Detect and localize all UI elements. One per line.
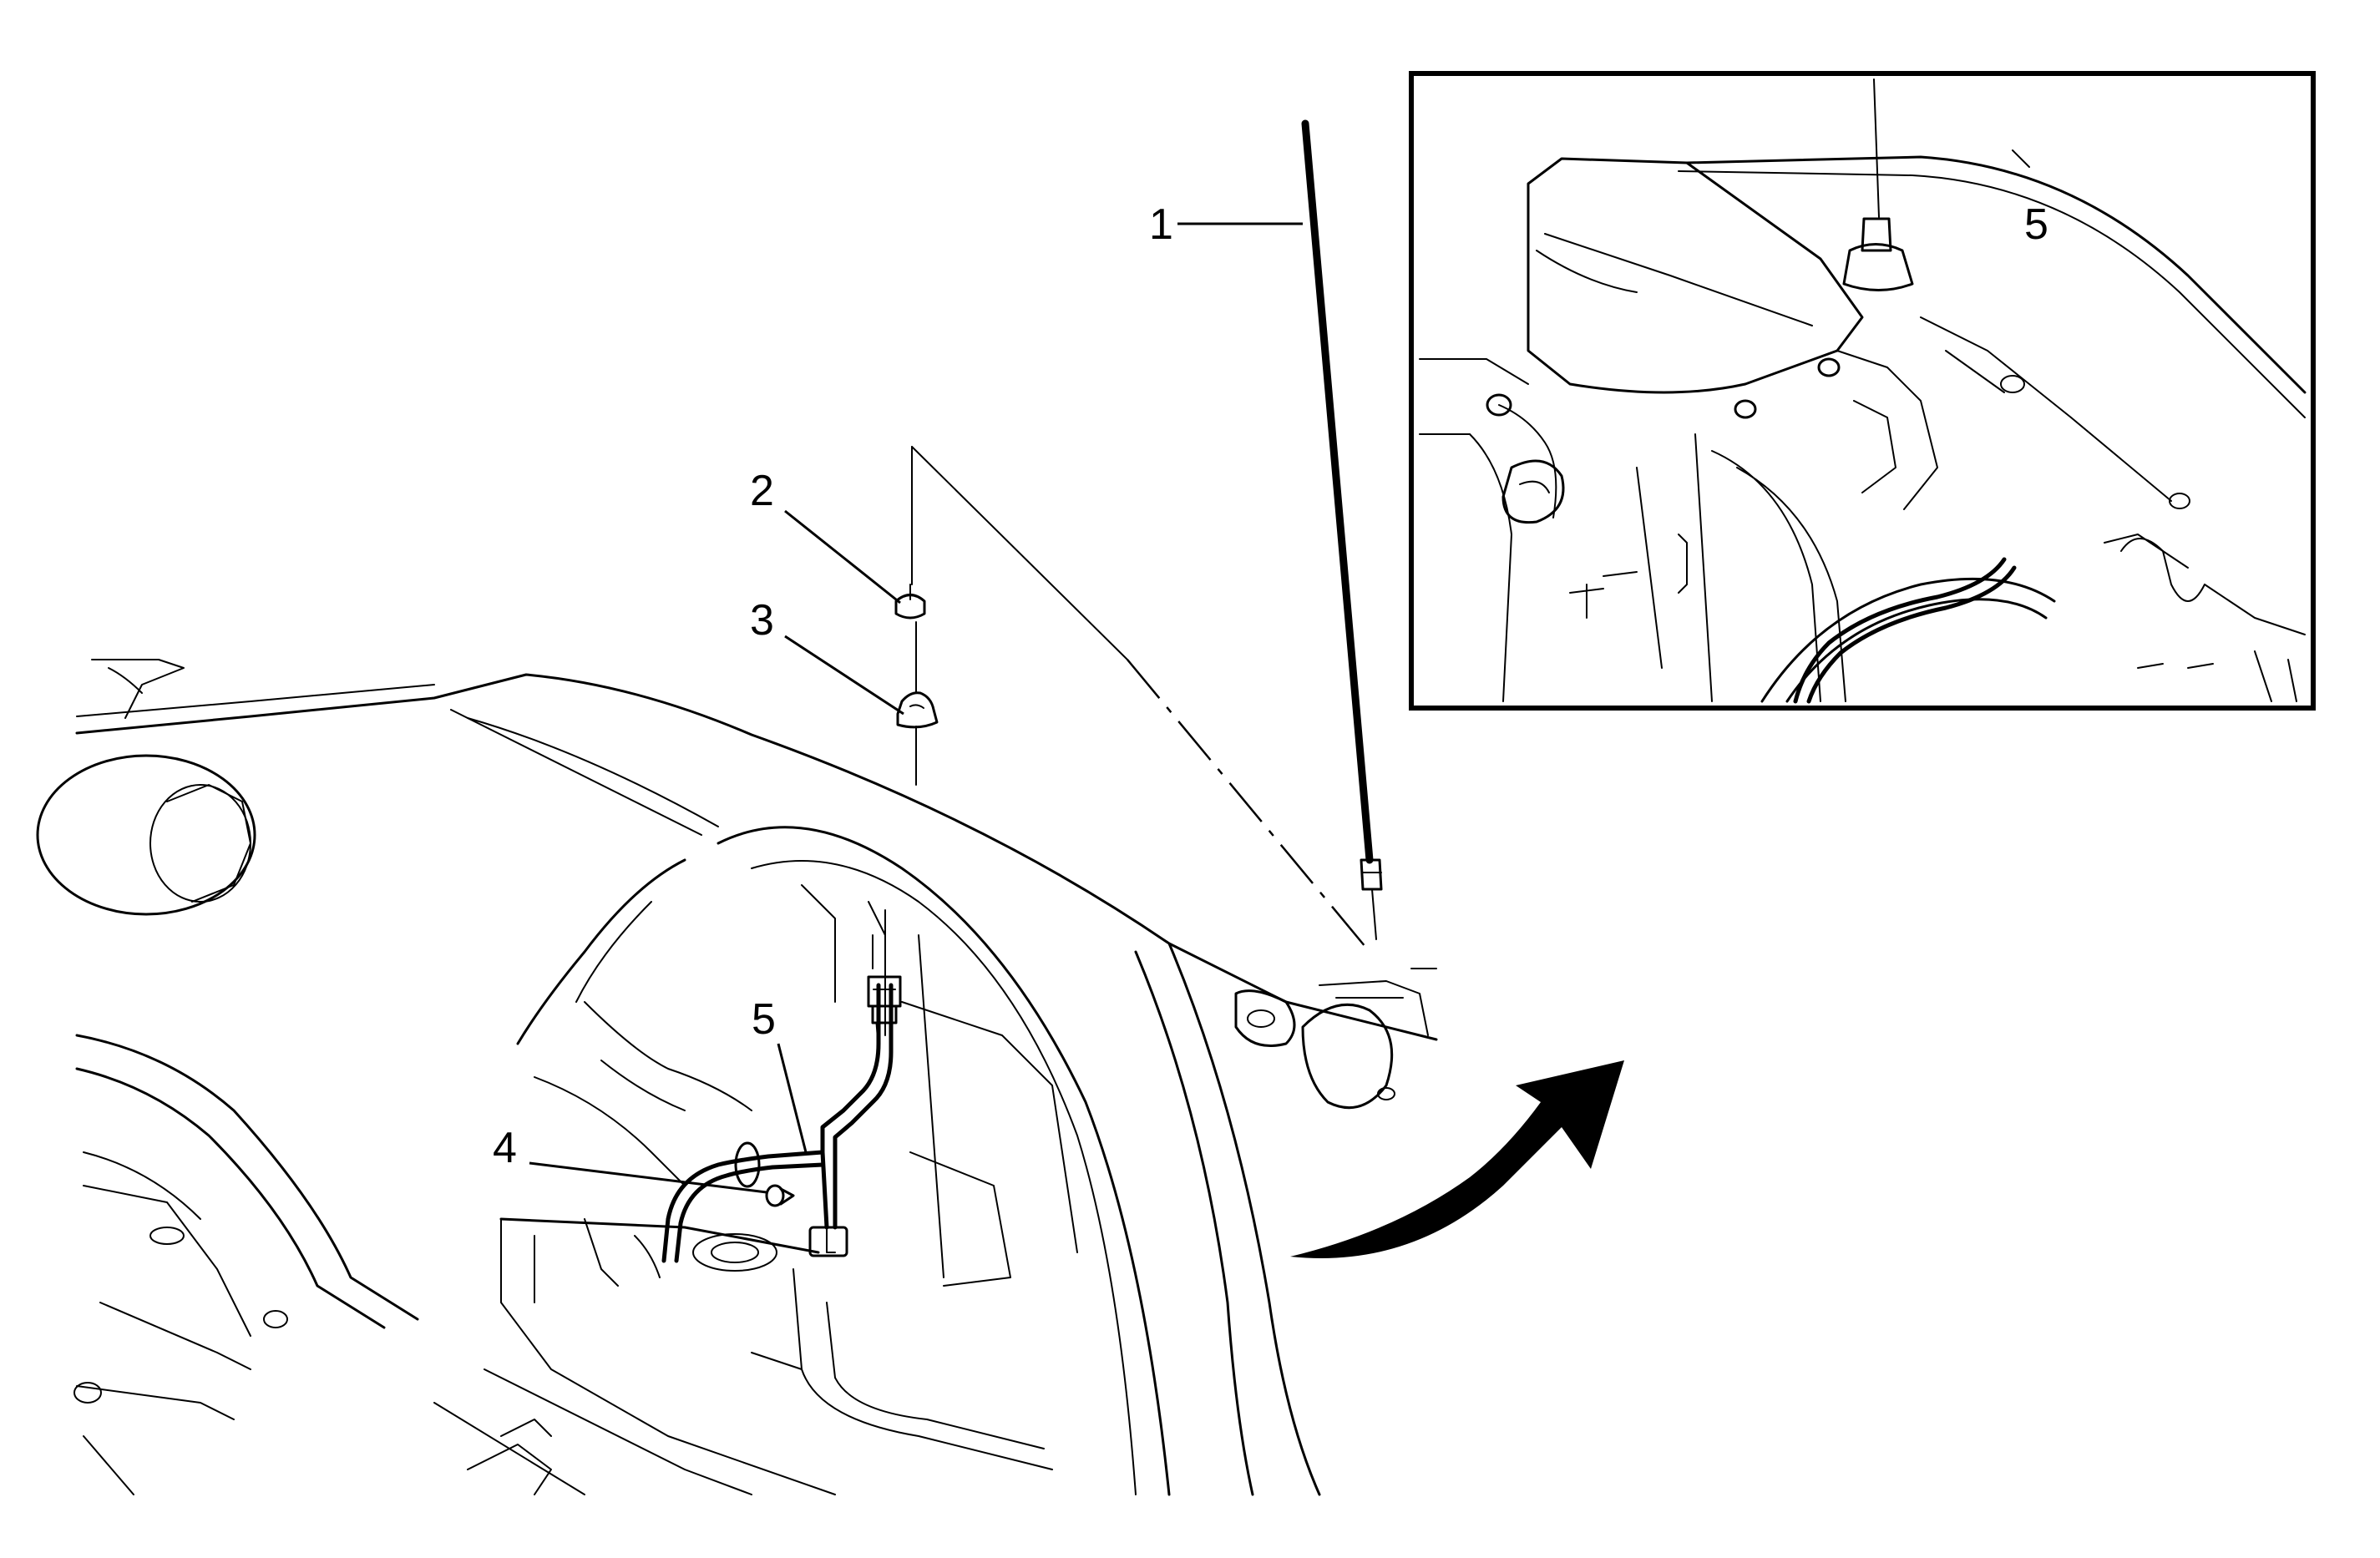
callout-antenna-bezel: 3: [750, 596, 774, 645]
antenna-cable: [661, 983, 894, 1263]
callout-cable-inset: 5: [2024, 200, 2048, 249]
quarter-panel: [36, 659, 1438, 1496]
callout-antenna-mast: 1: [1149, 200, 1173, 249]
cable-grommet: [867, 975, 902, 1045]
antenna-bezel: [896, 621, 939, 729]
detail-inset: [1409, 71, 2316, 711]
bolt: [765, 1184, 795, 1207]
callout-bolt: 4: [493, 1124, 517, 1172]
callout-cable-main: 5: [752, 995, 776, 1044]
antenna-nut: [894, 584, 926, 620]
alignment-lines: [872, 446, 1370, 978]
callout-antenna-nut: 2: [750, 467, 774, 515]
antenna-mast: [1301, 119, 1383, 940]
detail-arrow: [1290, 1060, 1624, 1258]
